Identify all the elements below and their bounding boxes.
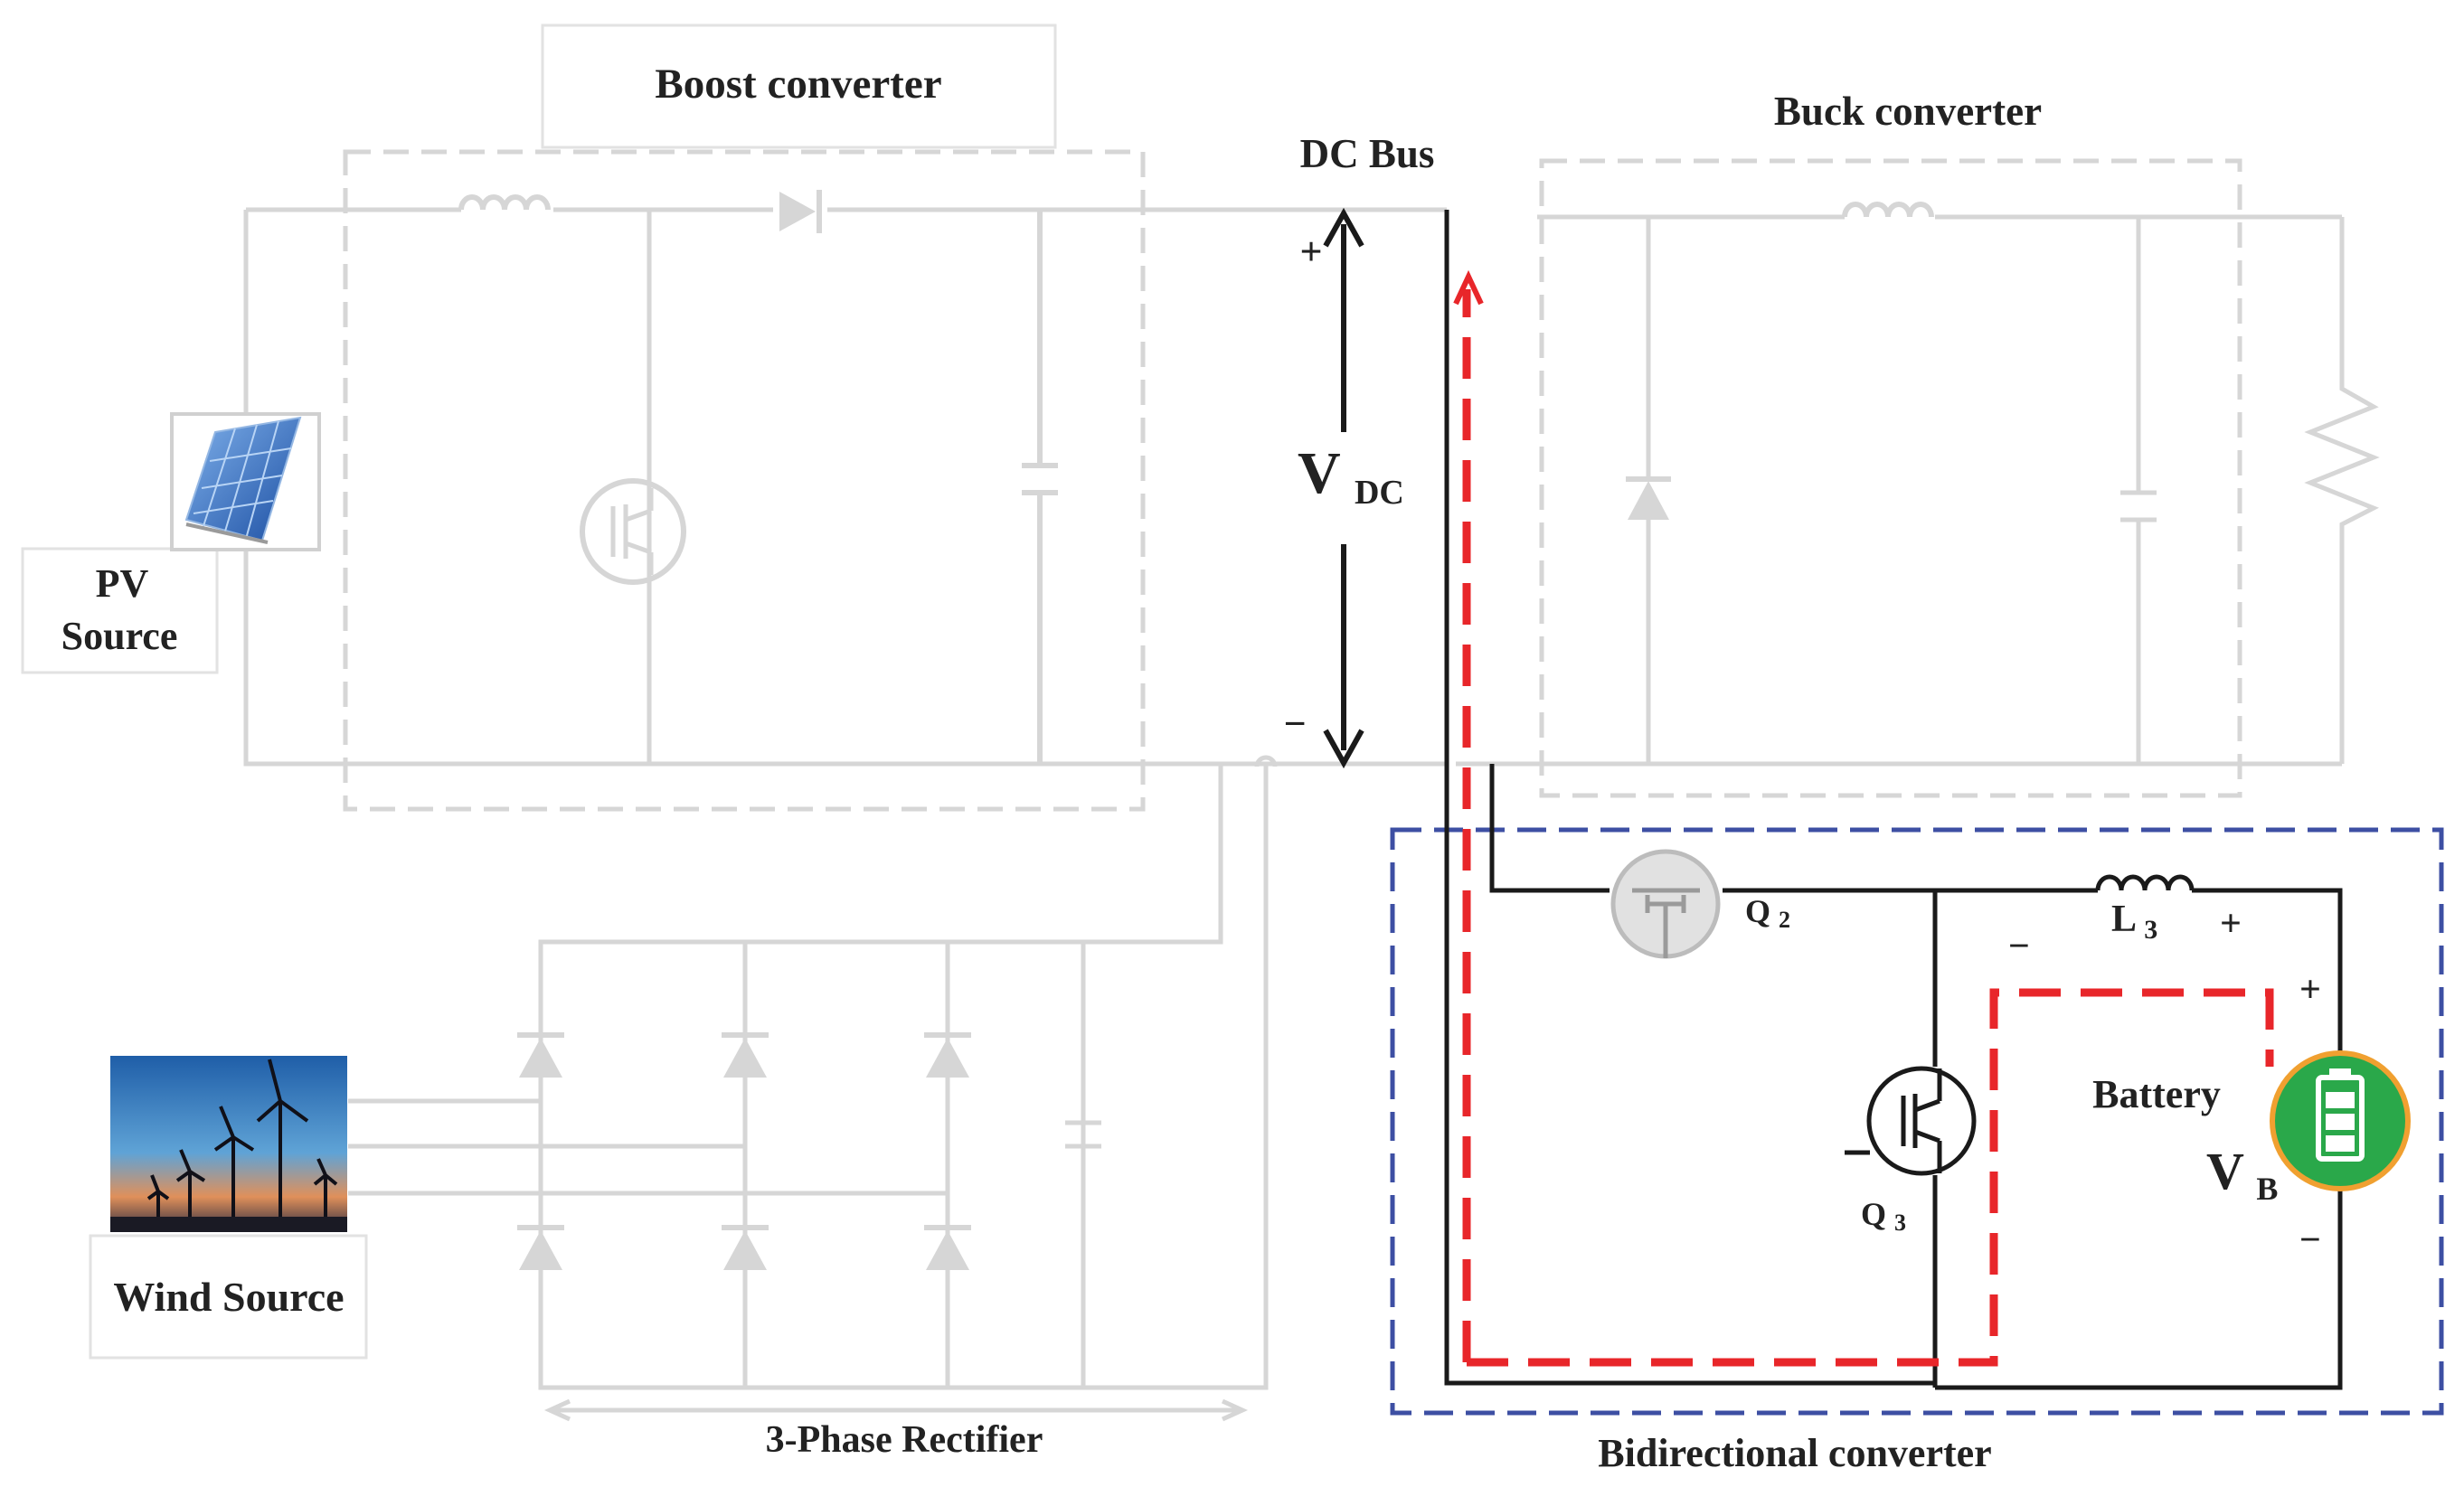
battery-plus-sign: +	[2299, 969, 2321, 1011]
vb-subscript: B	[2256, 1171, 2278, 1207]
solar-panel-icon	[170, 412, 321, 551]
wind-turbine-icon	[110, 1056, 347, 1232]
boost-converter-circuit	[243, 194, 1447, 767]
pv-source-label-line2: Source	[61, 614, 178, 658]
q2-subscript: 2	[1779, 907, 1790, 933]
q3-label: Q 3	[1861, 1196, 1906, 1236]
boost-diode-icon	[779, 192, 816, 231]
bidirectional-converter-box	[1390, 827, 2444, 1416]
rectifier-label: 3-Phase Rectifier	[766, 1419, 1043, 1461]
buck-converter-box	[1539, 158, 2242, 798]
vb-label: V B	[2206, 1142, 2278, 1207]
q2-switch-icon	[1610, 849, 1721, 959]
vdc-main: V	[1298, 440, 1340, 506]
current-flow-path	[1462, 289, 2274, 1367]
buck-diode-icon	[1628, 481, 1669, 520]
battery-minus-sign: −	[2299, 1219, 2321, 1261]
battery-label: Battery	[2092, 1072, 2221, 1116]
vdc-plus-sign: +	[1299, 230, 1322, 274]
l3-subscript: 3	[2144, 915, 2157, 945]
vdc-minus-sign: −	[1283, 701, 1306, 746]
l3-main: L	[2111, 899, 2136, 940]
q3-main: Q	[1861, 1196, 1886, 1232]
current-flow-arrow-icon	[1453, 269, 1484, 306]
q3-switch-icon	[1845, 1066, 1977, 1176]
q2-main: Q	[1745, 893, 1770, 929]
buck-converter-label: Buck converter	[1774, 89, 2042, 134]
boost-converter-label: Boost converter	[655, 61, 941, 108]
boost-label-box	[541, 24, 1057, 149]
bidirectional-converter-label: Bidirectional converter	[1598, 1431, 1991, 1475]
pv-label-box	[21, 547, 219, 674]
boost-converter-box	[343, 149, 1146, 812]
l3-plus-sign: +	[2220, 903, 2242, 945]
rectifier-diodes	[517, 1032, 971, 1270]
vdc-subscript: DC	[1355, 474, 1404, 512]
vb-main: V	[2206, 1142, 2244, 1200]
bidirectional-circuit	[1444, 210, 2343, 1390]
vdc-label: V DC	[1298, 440, 1404, 512]
l3-label: L 3	[2111, 899, 2157, 945]
rectifier-circuit	[348, 755, 1278, 1422]
dc-bus-label: DC Bus	[1300, 131, 1435, 176]
pv-source-label-line1: PV	[96, 561, 149, 606]
l3-minus-sign: −	[2008, 926, 2030, 967]
q2-label: Q 2	[1745, 893, 1790, 933]
vdc-arrow	[1323, 207, 1364, 769]
wind-source-label: Wind Source	[113, 1274, 344, 1320]
wind-label-box	[89, 1234, 368, 1360]
buck-converter-circuit	[1456, 202, 2380, 767]
q3-subscript: 3	[1894, 1210, 1906, 1236]
battery-icon	[2270, 1050, 2411, 1191]
